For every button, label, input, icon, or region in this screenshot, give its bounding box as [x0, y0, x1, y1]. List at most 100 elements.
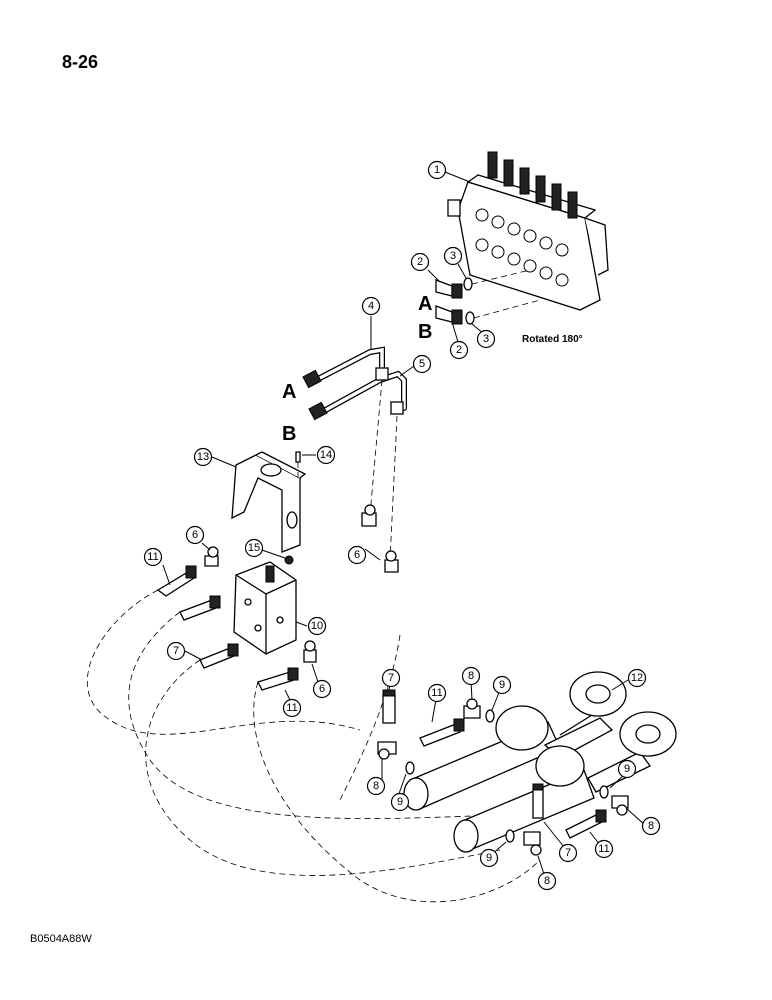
fitting-7d [532, 783, 544, 819]
svg-text:10: 10 [311, 620, 323, 632]
svg-text:7: 7 [388, 672, 394, 684]
control-valve [447, 151, 609, 311]
callout-8c: 8 [641, 816, 661, 836]
svg-text:8: 8 [544, 875, 550, 887]
svg-text:6: 6 [354, 549, 360, 561]
svg-text:11: 11 [286, 702, 297, 714]
elbow-6d [303, 640, 317, 663]
svg-text:2: 2 [417, 256, 423, 268]
callout-11c: 11 [427, 683, 447, 703]
svg-text:15: 15 [248, 542, 260, 554]
svg-text:13: 13 [197, 451, 209, 463]
cylinder-12-lower [453, 711, 677, 853]
svg-text:4: 4 [368, 300, 374, 312]
svg-text:8: 8 [373, 780, 379, 792]
callout-8b: 8 [366, 776, 386, 796]
svg-text:1: 1 [434, 164, 440, 176]
svg-text:11: 11 [147, 551, 158, 563]
fitting-7a [179, 595, 221, 621]
callout-11d: 11 [594, 839, 614, 859]
port-label-b-valve: B [418, 321, 432, 343]
callout-7c: 7 [558, 843, 578, 863]
elbow-8c [523, 831, 542, 856]
elbow-8d [611, 795, 629, 816]
callout-10: 10 [307, 616, 327, 636]
svg-text:11: 11 [598, 843, 609, 855]
svg-text:7: 7 [565, 847, 571, 859]
fitting-7b [199, 643, 239, 669]
fitting-7c [382, 689, 396, 724]
callout-2b: 2 [449, 340, 469, 360]
svg-text:9: 9 [499, 679, 505, 691]
valve-block [233, 555, 297, 655]
svg-text:3: 3 [483, 333, 489, 345]
tube-5 [308, 367, 407, 421]
callout-9c: 9 [617, 759, 637, 779]
o-ring-9b [405, 761, 415, 775]
svg-text:9: 9 [397, 796, 403, 808]
fitting-2b [435, 305, 463, 325]
callout-14: 14 [316, 445, 336, 465]
port-label-b-tube: B [282, 423, 296, 445]
svg-text:3: 3 [450, 250, 456, 262]
elbow-8b [377, 741, 397, 760]
callout-3b: 3 [476, 329, 496, 349]
fitting-11b [257, 667, 299, 691]
elbow-6b [361, 504, 377, 527]
elbow-6c [384, 550, 399, 573]
o-ring-3b [465, 311, 475, 325]
callout-7b: 7 [381, 668, 401, 688]
plug-15 [284, 555, 294, 565]
svg-text:11: 11 [431, 687, 442, 699]
svg-text:14: 14 [320, 449, 332, 461]
o-ring-9d [599, 785, 609, 799]
callout-11a: 11 [143, 547, 163, 567]
callout-12: 12 [627, 668, 647, 688]
callout-9d: 9 [479, 848, 499, 868]
bolt-14 [295, 451, 301, 463]
svg-text:8: 8 [468, 670, 474, 682]
o-ring-3a [463, 277, 473, 291]
svg-text:12: 12 [631, 672, 643, 684]
svg-text:8: 8 [648, 820, 654, 832]
callout-4: 4 [361, 296, 381, 316]
fitting-2a [435, 279, 463, 299]
svg-text:7: 7 [173, 645, 179, 657]
port-label-a-valve: A [418, 293, 432, 315]
drawing-code: B0504A88W [30, 933, 92, 945]
svg-text:9: 9 [624, 763, 630, 775]
callout-6b: 6 [347, 545, 367, 565]
elbow-6a [204, 546, 219, 567]
svg-text:6: 6 [319, 683, 325, 695]
o-ring-9c [505, 829, 515, 843]
svg-text:6: 6 [192, 529, 198, 541]
callout-7a: 7 [166, 641, 186, 661]
callout-15: 15 [244, 538, 264, 558]
callout-8a: 8 [461, 666, 481, 686]
callout-3a: 3 [443, 246, 463, 266]
callout-2a: 2 [410, 252, 430, 272]
svg-text:5: 5 [419, 358, 425, 370]
port-label-a-tube: A [282, 381, 296, 403]
rotated-note: Rotated 180° [522, 334, 583, 345]
page-number: 8-26 [62, 52, 99, 72]
tube-4 [302, 346, 385, 389]
fitting-11a [156, 565, 197, 597]
o-ring-9a [485, 709, 495, 723]
callout-5: 5 [412, 354, 432, 374]
callout-11b: 11 [282, 698, 302, 718]
svg-text:2: 2 [456, 344, 462, 356]
elbow-8a [463, 698, 481, 719]
callout-9b: 9 [390, 792, 410, 812]
callout-1: 1 [427, 160, 447, 180]
callout-9a: 9 [492, 675, 512, 695]
mounting-bracket [231, 451, 307, 553]
callout-6a: 6 [185, 525, 205, 545]
callout-6c: 6 [312, 679, 332, 699]
svg-text:9: 9 [486, 852, 492, 864]
callout-13: 13 [193, 447, 213, 467]
callout-8d: 8 [537, 871, 557, 891]
fitting-11c [419, 718, 465, 747]
fitting-11d [565, 809, 607, 839]
